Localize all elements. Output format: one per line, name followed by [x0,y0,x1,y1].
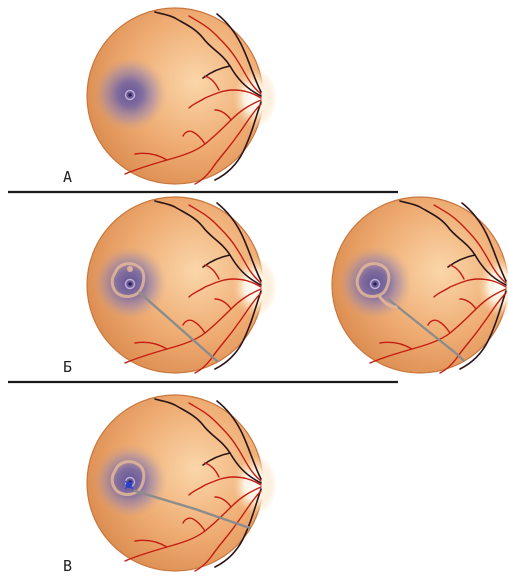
panel-a-fundus [87,8,277,184]
panel-label-a: А [63,168,72,186]
panel-label-b: Б [63,358,72,376]
panel-c-fundus [87,395,277,571]
panel-label-c: В [63,557,72,575]
panel-b-fundus-left [87,197,277,377]
panel-b-fundus-right [332,197,508,375]
